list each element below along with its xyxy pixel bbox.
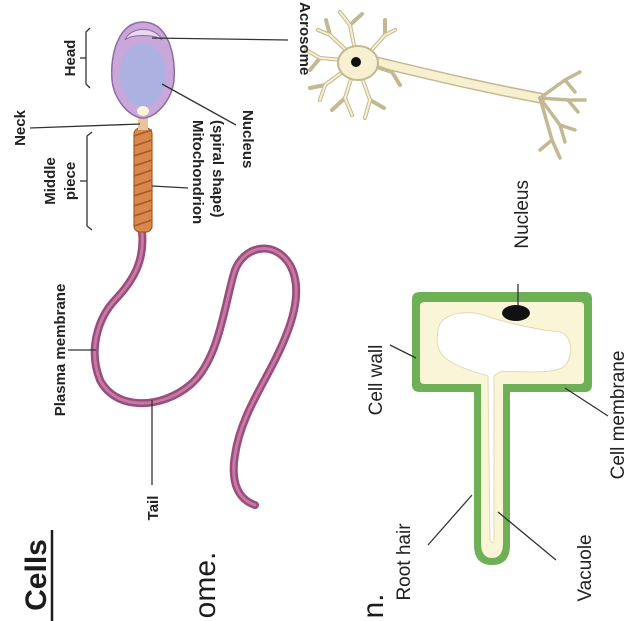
sperm-nucleus: [120, 43, 166, 107]
label-mitochondrion: Mitochondrion: [189, 120, 206, 224]
root-hair-nucleus: [502, 305, 530, 321]
label-nucleus-sperm: Nucleus: [239, 110, 256, 168]
label-neck: Neck: [12, 109, 29, 146]
label-nucleus-root: Nucleus: [512, 180, 533, 249]
label-piece: piece: [62, 162, 79, 200]
label-middle: Middle: [42, 157, 59, 205]
label-acrosome: Acrosome: [296, 2, 313, 75]
label-spiral-shape: (spiral shape): [209, 120, 226, 218]
page-text: Cells ome. n.: [20, 530, 390, 621]
nerve-cell: [306, 12, 585, 158]
sperm-cell: Head Acrosome Nucleus Neck Middle piece …: [12, 2, 313, 520]
label-cell-membrane: Cell membrane: [608, 351, 626, 480]
text-fragment-ome: ome.: [189, 552, 222, 619]
label-head: Head: [62, 40, 79, 77]
label-vacuole: Vacuole: [575, 534, 596, 601]
text-fragment-n: n.: [357, 593, 390, 618]
label-root-hair: Root hair: [394, 523, 415, 601]
label-tail: Tail: [145, 496, 162, 521]
root-hair-cell: Nucleus Cell wall Cell membrane Root hai…: [366, 180, 626, 602]
label-plasma-membrane: Plasma membrane: [52, 284, 69, 417]
label-cell-wall: Cell wall: [366, 345, 387, 416]
nerve-nucleus: [351, 57, 361, 67]
sperm-tail: [95, 232, 296, 505]
nerve-axon-terminals: [540, 72, 585, 158]
heading-cells: Cells: [20, 539, 53, 611]
